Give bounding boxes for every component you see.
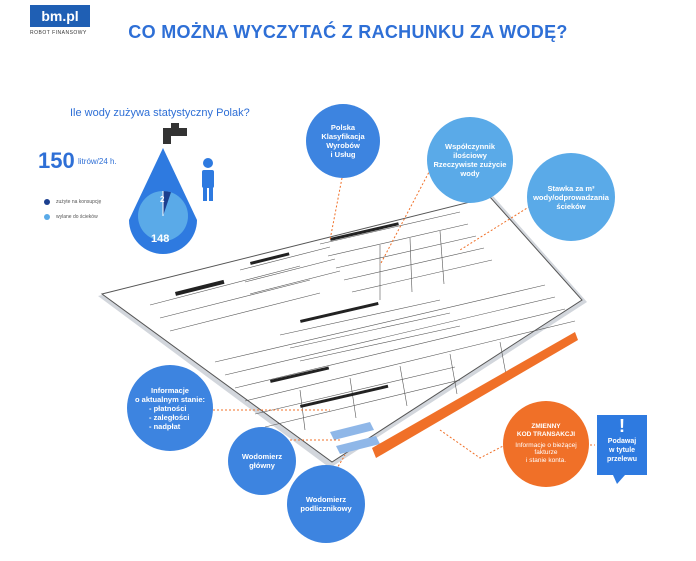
bubble-pkwiu-line-4: i Usług (330, 150, 356, 159)
transfer-title-sign: ! Podawaj w tytule przelewu (597, 415, 647, 475)
logo: bm.pl (30, 5, 90, 27)
bubble-rate: Stawka za m³ wody/odprowadzania ścieków (527, 153, 615, 241)
legend-consumed: zużyte na konsupcję (56, 199, 102, 205)
stat-value-large: 148 (151, 233, 170, 245)
bubble-sub-meter: Wodomierz podlicznikowy (287, 465, 365, 543)
exclamation-icon: ! (619, 416, 625, 436)
sign-line-3: przelewu (607, 456, 637, 463)
stat-unit: litrów/24 h. (78, 157, 117, 166)
bubble-main-meter-line-2: główny (249, 461, 275, 470)
bubble-info-line-4: - zaległości (148, 412, 190, 422)
bubble-code-line-5: i stanie konta. (525, 457, 567, 465)
bubble-code-line-3: Informacje o bieżącej (515, 441, 577, 449)
logo-subtitle: ROBOT FINANSOWY (30, 30, 87, 36)
sign-line-2: w tytule (608, 447, 636, 454)
bubble-sub-meter-line-2: podlicznikowy (300, 504, 352, 513)
bubble-pkwiu-line-2: Klasyfikacja (321, 132, 365, 141)
bubble-rate-line-2: wody/odprowadzania (533, 192, 609, 202)
bubble-pkwiu-line-1: Polska (330, 123, 356, 132)
legend-dot-consumed (44, 199, 50, 205)
bubble-sub-meter-line-1: Wodomierz (305, 495, 347, 504)
bubble-account-info: Informacje o aktualnym stanie: - płatnoś… (127, 365, 213, 451)
stat-total: 150 (38, 148, 75, 173)
bubble-info-line-3: - płatności (148, 403, 187, 413)
person-icon (202, 158, 214, 201)
bubble-pkwiu: Polska Klasyfikacja Wyrobów i Usług (306, 104, 380, 178)
sign-pointer (613, 475, 625, 484)
water-drop-graphic (129, 123, 214, 254)
bubble-coefficient-line-2: ilościowy (453, 151, 487, 160)
bubble-info-line-1: Informacje (151, 385, 189, 395)
drop-icon (129, 148, 197, 254)
tap-icon (163, 123, 187, 144)
bubble-pkwiu-line-3: Wyrobów (326, 141, 360, 150)
bubble-code-line-2: KOD TRANSAKCJI (516, 430, 576, 438)
page-title: CO MOŻNA WYCZYTAĆ Z RACHUNKU ZA WODĘ? (128, 22, 568, 42)
bubble-code-line-1: ZMIENNY (531, 423, 561, 430)
bubble-coefficient-line-4: wody (460, 169, 480, 178)
bubble-main-meter-line-1: Wodomierz (241, 452, 283, 461)
bubble-rate-line-1: Stawka za m³ (547, 183, 595, 193)
bubble-coefficient-line-3: Rzeczywiste zużycie (433, 160, 507, 169)
legend-dot-sewage (44, 214, 50, 220)
bubble-transaction-code: ZMIENNY KOD TRANSAKCJI Informacje o bież… (503, 401, 589, 487)
bubble-info-line-2: o aktualnym stanie: (134, 394, 206, 404)
sign-line-1: Podawaj (607, 438, 637, 445)
legend-sewage: wylane do ścieków (56, 214, 98, 220)
bubble-coefficient: Współczynnik ilościowy Rzeczywiste zużyc… (427, 117, 513, 203)
stat-question: Ile wody zużywa statystyczny Polak? (70, 107, 250, 119)
bubble-coefficient-line-1: Współczynnik (444, 142, 495, 151)
bubble-main-meter: Wodomierz główny (228, 427, 296, 495)
bubble-rate-line-3: ścieków (556, 201, 586, 211)
bubble-info-line-5: - nadpłat (148, 421, 181, 431)
stat-value-small: 2 (160, 195, 165, 204)
bubble-code-line-4: fakturze (534, 449, 558, 457)
